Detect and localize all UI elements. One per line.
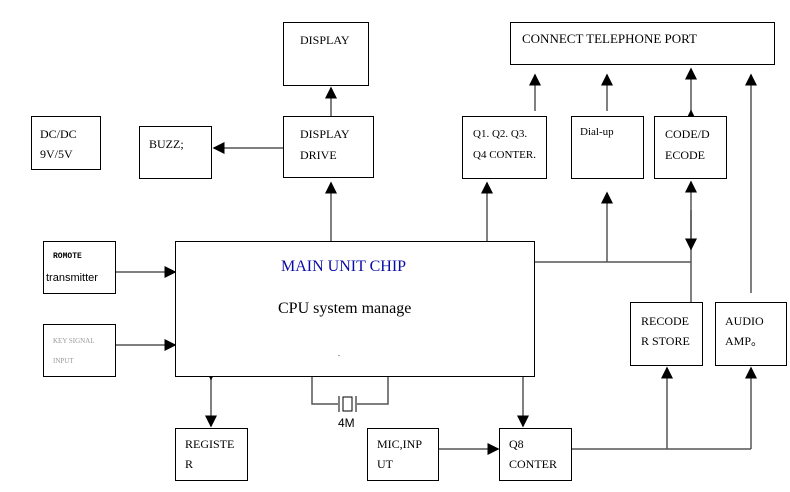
connect-port-label: CONNECT TELEPHONE PORT	[522, 31, 697, 46]
mic-input-line-2: UT	[377, 457, 393, 471]
q-conter-line-2: Q4 CONTER.	[473, 149, 536, 161]
display-drive-line-2: DRIVE	[300, 148, 337, 162]
register-block: REGISTE R	[175, 428, 248, 481]
register-line-2: R	[185, 457, 194, 471]
key-signal-line-1: KEY SIGNAL	[53, 337, 95, 345]
display-drive-line-1: DISPLAY	[300, 127, 350, 141]
wire-crystal	[311, 376, 338, 405]
dcdc-line-1: DC/DC	[40, 127, 77, 141]
dialup-block: Dial-up	[571, 116, 644, 179]
recoder-line-2: R STORE	[641, 334, 690, 348]
audio-line-2: AMP。	[725, 334, 764, 348]
mic-input-line-1: MIC,INP	[377, 437, 423, 451]
dcdc-line-2: 9V/5V	[40, 147, 73, 161]
recoder-store-block: RECODE R STORE	[630, 302, 703, 366]
display-label: DISPLAY	[300, 33, 350, 47]
q8-line-1: Q8	[509, 437, 524, 451]
remote-transmitter-block: ROMOTE transmitter	[43, 241, 116, 294]
codec-block: CODE/D ECODE	[654, 116, 727, 179]
main-chip-subtitle: CPU system manage	[278, 300, 412, 317]
crystal-label: 4M	[338, 416, 355, 430]
crystal-icon	[338, 396, 357, 412]
main-chip-dot: .	[338, 349, 340, 358]
display-drive-block: DISPLAY DRIVE	[283, 116, 374, 178]
remote-line-2: transmitter	[46, 272, 98, 284]
q-conter-line-1: Q1. Q2. Q3.	[473, 128, 528, 140]
audio-amp-block: AUDIO AMP。	[715, 302, 787, 366]
dcdc-block: DC/DC 9V/5V	[31, 116, 101, 170]
buzz-block: BUZZ;	[139, 126, 212, 179]
main-chip-title: MAIN UNIT CHIP	[281, 258, 407, 275]
codec-line-1: CODE/D	[665, 127, 710, 141]
connect-telephone-port-block: CONNECT TELEPHONE PORT	[510, 22, 775, 65]
dialup-label: Dial-up	[580, 126, 614, 138]
key-signal-input-block: KEY SIGNAL INPUT	[43, 324, 116, 377]
buzz-label: BUZZ;	[149, 137, 184, 151]
display-block: DISPLAY	[283, 22, 369, 86]
audio-line-1: AUDIO	[725, 314, 764, 328]
codec-line-2: ECODE	[665, 148, 705, 162]
q8-line-2: CONTER	[509, 457, 557, 471]
main-unit-chip-block: MAIN UNIT CHIP CPU system manage .	[175, 241, 535, 377]
q-conter-block: Q1. Q2. Q3. Q4 CONTER.	[462, 116, 547, 179]
key-signal-line-2: INPUT	[53, 357, 74, 365]
wire-crystal-r	[357, 376, 389, 405]
q8-conter-block: Q8 CONTER	[499, 428, 572, 481]
recoder-line-1: RECODE	[641, 314, 689, 328]
remote-line-1: ROMOTE	[53, 252, 82, 261]
register-line-1: REGISTE	[185, 437, 235, 451]
mic-input-block: MIC,INP UT	[367, 428, 439, 481]
